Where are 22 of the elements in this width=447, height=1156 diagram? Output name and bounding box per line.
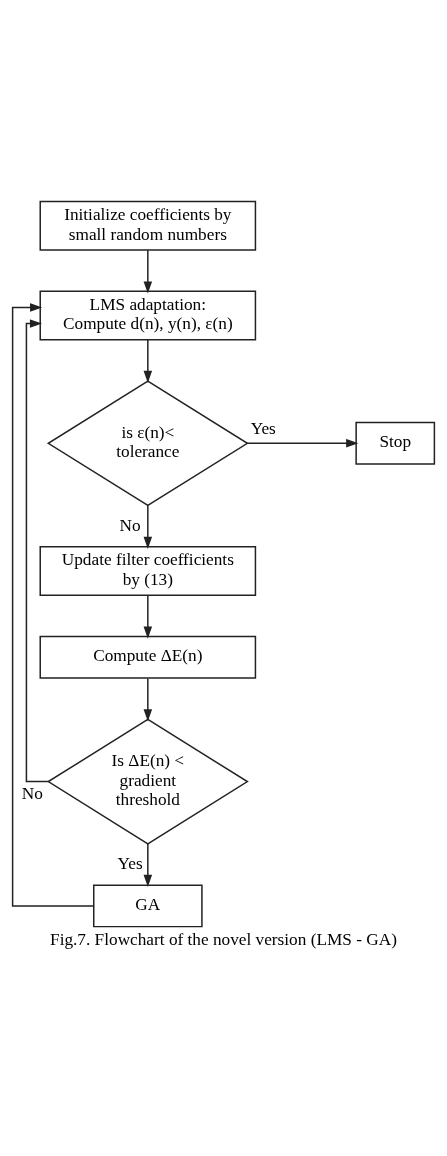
node-box: Initialize coefficients by small random numbers bbox=[39, 200, 257, 251]
arrow bbox=[143, 338, 153, 383]
edge-label: No bbox=[21, 783, 43, 803]
node-box: Compute ΔE(n) bbox=[39, 635, 257, 679]
node-diamond: Is ΔE(n) < gradient threshold bbox=[46, 718, 249, 845]
arrow bbox=[25, 318, 49, 782]
node-diamond: is ε(n)< tolerance bbox=[46, 379, 249, 506]
arrow bbox=[143, 594, 153, 639]
node-box: Update filter coefficients by (13) bbox=[39, 545, 257, 596]
arrow bbox=[143, 504, 153, 549]
arrow bbox=[246, 438, 359, 448]
edge-label: Yes bbox=[117, 853, 143, 873]
arrow bbox=[143, 249, 153, 294]
arrow bbox=[11, 302, 95, 907]
node-box: LMS adaptation: Compute d(n), y(n), ε(n) bbox=[39, 290, 257, 340]
arrow bbox=[143, 842, 153, 887]
edge-label: No bbox=[119, 515, 141, 535]
arrow bbox=[143, 677, 153, 721]
node-box: GA bbox=[93, 883, 203, 927]
caption: Fig.7. Flowchart of the novel version (LMS - GA) bbox=[50, 929, 397, 949]
node-box: Stop bbox=[355, 421, 436, 465]
edge-label: Yes bbox=[250, 418, 276, 438]
